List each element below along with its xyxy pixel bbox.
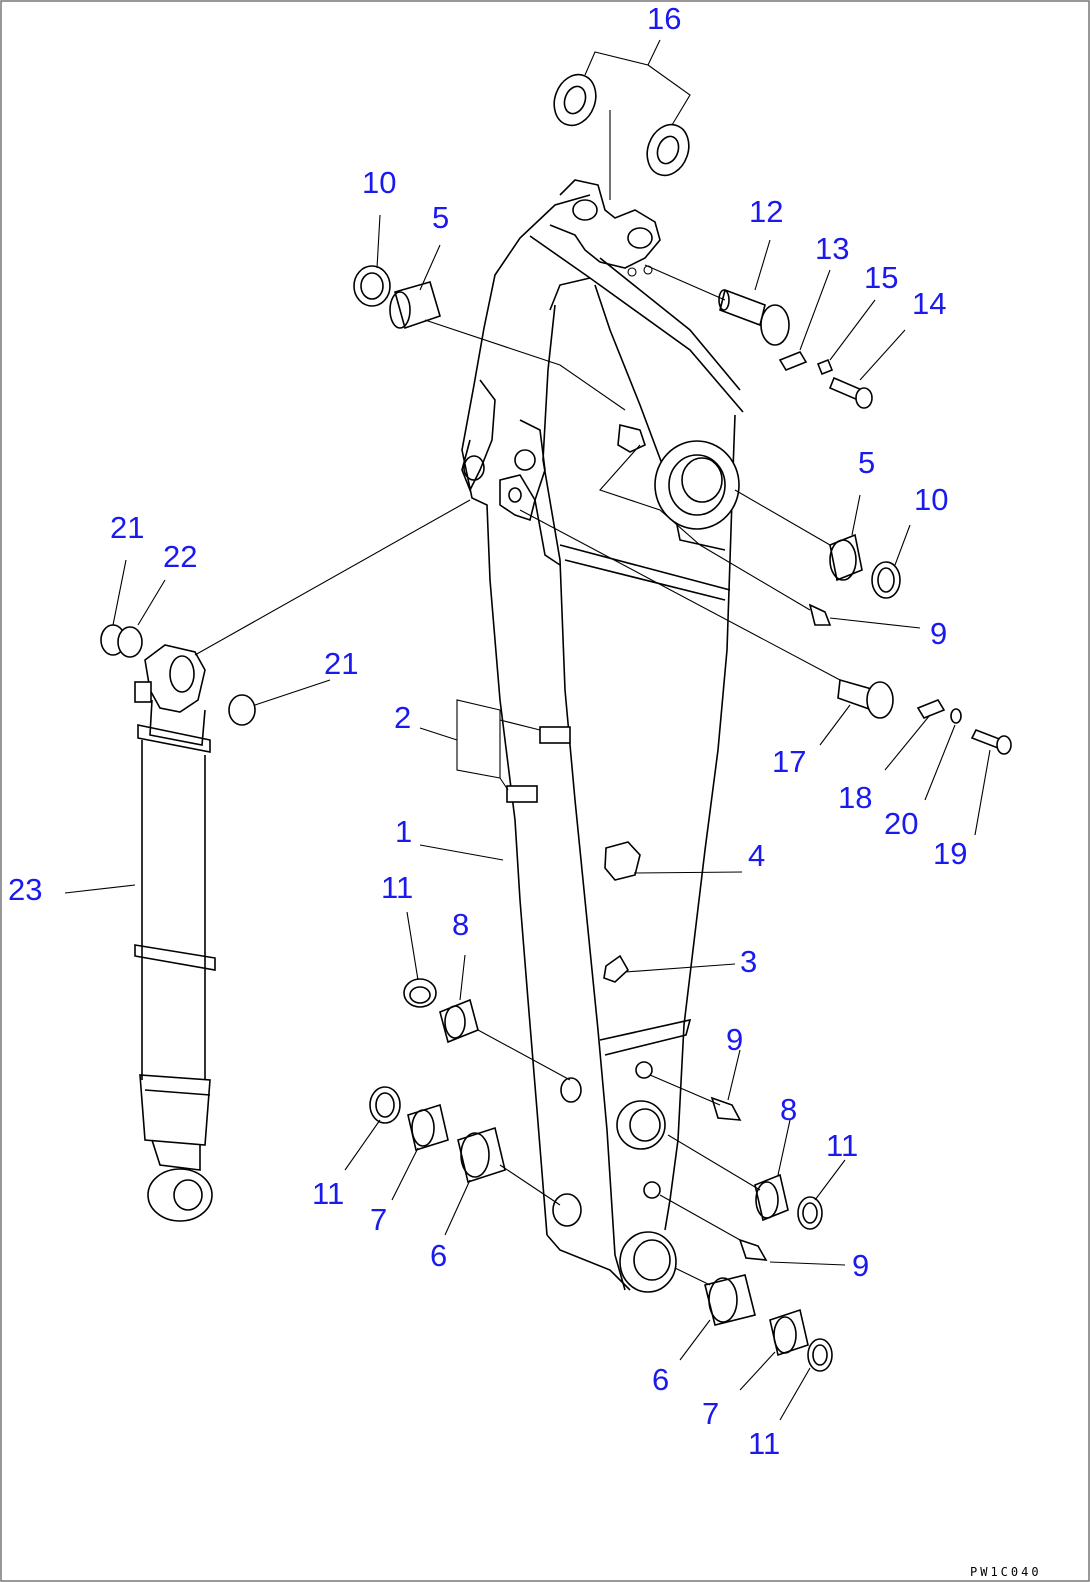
part-7-bushing-lower xyxy=(769,1308,809,1357)
callout-10: 10 xyxy=(362,165,396,200)
part-13-plate xyxy=(778,351,808,371)
part-19-bolt xyxy=(970,728,1012,755)
callout-1: 1 xyxy=(395,814,412,849)
callout-8: 8 xyxy=(452,907,469,942)
part-16-plates xyxy=(553,73,690,200)
part-21-shim-right xyxy=(228,694,256,726)
part-21-22-shims-left xyxy=(100,624,143,658)
callout-21: 21 xyxy=(110,510,144,545)
callout-11: 11 xyxy=(312,1176,344,1211)
callout-13: 13 xyxy=(815,231,849,266)
part-6-bushing-lower xyxy=(704,1274,756,1326)
callout-14: 14 xyxy=(912,286,946,321)
callout-5: 5 xyxy=(432,200,449,235)
callout-16: 16 xyxy=(647,1,681,36)
callout-21: 21 xyxy=(324,646,358,681)
callout-18: 18 xyxy=(838,780,872,815)
figure-code: PW1C040 xyxy=(970,1565,1042,1579)
callout-5: 5 xyxy=(858,445,875,480)
callout-4: 4 xyxy=(748,838,765,873)
callout-labels: 16 10 5 12 13 15 14 5 10 21 22 21 9 2 17… xyxy=(8,1,967,1461)
callout-9: 9 xyxy=(852,1248,869,1283)
part-5-bushing-upper xyxy=(389,281,441,330)
callout-3: 3 xyxy=(740,944,757,979)
callout-19: 19 xyxy=(933,836,967,871)
callout-9: 9 xyxy=(726,1022,743,1057)
callout-17: 17 xyxy=(772,744,806,779)
part-7-bushing-left xyxy=(407,1103,449,1152)
callout-8: 8 xyxy=(780,1092,797,1127)
part-11-ring-lower-left xyxy=(369,1086,401,1124)
callout-20: 20 xyxy=(884,806,918,841)
callout-23: 23 xyxy=(8,872,42,907)
part-11-ring-right xyxy=(797,1196,823,1230)
leader-lines xyxy=(64,39,991,1421)
part-9-fitting-mid xyxy=(710,1096,742,1121)
part-12-pin xyxy=(718,288,790,346)
callout-12: 12 xyxy=(749,194,783,229)
arm-body xyxy=(461,179,744,1293)
part-17-pin xyxy=(837,678,894,719)
part-20-washer xyxy=(950,708,962,724)
part-9-fitting-lower xyxy=(738,1238,768,1261)
part-2-plate-box xyxy=(456,699,501,779)
callout-7: 7 xyxy=(370,1202,387,1237)
callout-6: 6 xyxy=(430,1238,447,1273)
callout-11: 11 xyxy=(826,1128,858,1163)
callout-6: 6 xyxy=(652,1362,669,1397)
part-8-bushing-right xyxy=(754,1173,789,1222)
callout-10: 10 xyxy=(914,482,948,517)
part-10-ring-right xyxy=(871,561,901,599)
part-11-ring-mid xyxy=(403,978,437,1008)
callout-22: 22 xyxy=(163,539,197,574)
part-14-bolt xyxy=(828,376,873,409)
callout-9: 9 xyxy=(930,616,947,651)
part-5-bushing-right xyxy=(829,533,863,582)
part-11-ring-lower xyxy=(807,1338,833,1372)
part-18-plate xyxy=(916,699,946,719)
callout-2: 2 xyxy=(394,700,411,735)
callout-15: 15 xyxy=(864,260,898,295)
part-15-washer xyxy=(816,358,834,376)
part-6-bushing-left xyxy=(457,1126,506,1184)
part-8-bushing-mid xyxy=(439,998,479,1044)
callout-11: 11 xyxy=(381,870,413,905)
part-10-ring-upper xyxy=(353,265,391,307)
callout-7: 7 xyxy=(702,1396,719,1431)
hydraulic-cylinder xyxy=(134,644,216,1222)
callout-11: 11 xyxy=(748,1426,780,1461)
part-9-fitting-upper xyxy=(808,603,832,626)
